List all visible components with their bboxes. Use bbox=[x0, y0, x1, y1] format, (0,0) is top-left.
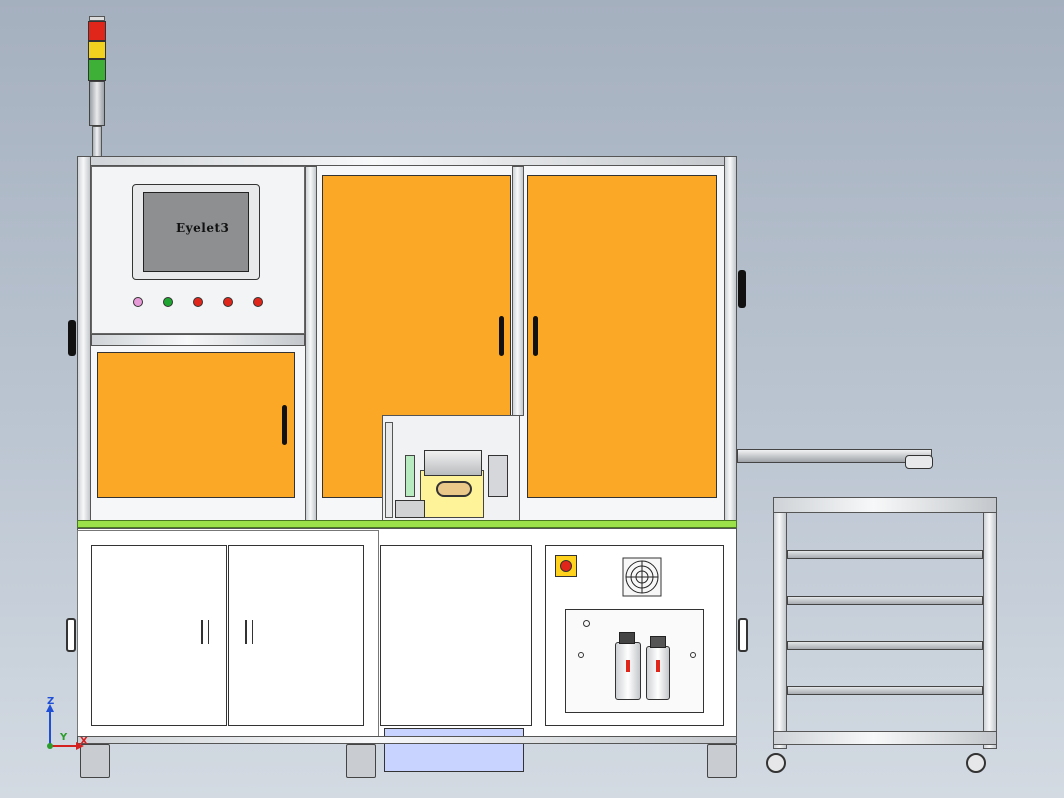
cabinet-side-handle-right[interactable] bbox=[738, 618, 748, 652]
cart-shelf bbox=[787, 686, 983, 695]
top-rail bbox=[77, 156, 737, 166]
drain-valve-left bbox=[626, 660, 630, 672]
table-edge-strip bbox=[77, 520, 737, 528]
eyelet-die bbox=[436, 481, 472, 497]
mounting-hole bbox=[690, 652, 696, 658]
reset-button[interactable] bbox=[253, 297, 263, 307]
machine-foot-left bbox=[80, 744, 110, 778]
pink-button[interactable] bbox=[133, 297, 143, 307]
machine-foot-center bbox=[346, 744, 376, 778]
mounting-hole bbox=[583, 620, 590, 627]
panel-divider bbox=[91, 334, 305, 346]
left-post bbox=[77, 156, 91, 522]
signal-tower bbox=[86, 16, 108, 158]
axis-z-label: Z bbox=[47, 696, 55, 707]
tower-light-green bbox=[88, 59, 106, 81]
cabinet-latch-right[interactable] bbox=[245, 620, 253, 644]
hmi-screen-text: Eyelet3 bbox=[176, 221, 230, 235]
mechanism-guide-left bbox=[385, 422, 393, 518]
emergency-stop-button[interactable] bbox=[223, 297, 233, 307]
fan-grill-svg bbox=[622, 557, 662, 597]
regulator-gauge bbox=[650, 636, 666, 648]
left-side-handle[interactable] bbox=[68, 320, 76, 356]
conveyor-rail bbox=[737, 449, 932, 463]
cabinet-latch-left[interactable] bbox=[201, 620, 209, 644]
right-door-handle[interactable] bbox=[533, 316, 538, 356]
left-orange-door[interactable] bbox=[97, 352, 295, 498]
tower-light-red bbox=[88, 21, 106, 41]
left-door-handle[interactable] bbox=[282, 405, 287, 445]
mounting-hole bbox=[578, 652, 584, 658]
right-post bbox=[724, 156, 737, 522]
middle-cabinet-panel[interactable] bbox=[380, 545, 532, 726]
green-button[interactable] bbox=[163, 297, 173, 307]
coordinate-axes: Z Y X bbox=[40, 696, 90, 756]
cabinet-door-right[interactable] bbox=[228, 545, 364, 726]
regulator-knob[interactable] bbox=[619, 632, 635, 644]
tower-cap bbox=[89, 16, 105, 21]
center-door-handle[interactable] bbox=[499, 316, 504, 356]
main-power-switch[interactable] bbox=[555, 555, 577, 577]
right-side-handle[interactable] bbox=[738, 270, 746, 308]
tower-pole bbox=[92, 126, 102, 158]
cart-shelf bbox=[787, 550, 983, 559]
cart-right-post bbox=[983, 497, 997, 749]
cabinet-door-left[interactable] bbox=[91, 545, 227, 726]
cart-left-post bbox=[773, 497, 787, 749]
red-button[interactable] bbox=[193, 297, 203, 307]
mechanism-head bbox=[424, 450, 482, 476]
cart-top-rail bbox=[773, 497, 997, 513]
conveyor-end bbox=[905, 455, 933, 469]
power-switch-knob[interactable] bbox=[560, 560, 572, 572]
tower-body bbox=[89, 81, 105, 126]
axis-y-label: Y bbox=[60, 732, 68, 743]
axis-x-label: X bbox=[80, 736, 88, 747]
cart-shelf bbox=[787, 641, 983, 650]
base-rail bbox=[77, 736, 737, 744]
mechanism-base-plate bbox=[395, 500, 425, 518]
fan-icon bbox=[622, 557, 662, 597]
machine-foot-right bbox=[707, 744, 737, 778]
drawer[interactable] bbox=[384, 728, 524, 772]
mechanism-green-block bbox=[405, 455, 415, 497]
cart-bottom-rail bbox=[773, 731, 997, 745]
middle-post bbox=[305, 166, 317, 522]
filter-regulator-right bbox=[646, 646, 670, 700]
mechanism-actuator bbox=[488, 455, 508, 497]
drain-valve-right bbox=[656, 660, 660, 672]
cart-shelf bbox=[787, 596, 983, 605]
cart-wheel-left bbox=[766, 753, 786, 773]
center-post bbox=[512, 166, 524, 416]
cabinet-side-handle-left[interactable] bbox=[66, 618, 76, 652]
tower-light-yellow bbox=[88, 41, 106, 59]
cart-wheel-right bbox=[966, 753, 986, 773]
axes-svg bbox=[46, 704, 84, 750]
right-orange-door[interactable] bbox=[527, 175, 717, 498]
hmi-screen[interactable]: Eyelet3 bbox=[143, 192, 249, 272]
